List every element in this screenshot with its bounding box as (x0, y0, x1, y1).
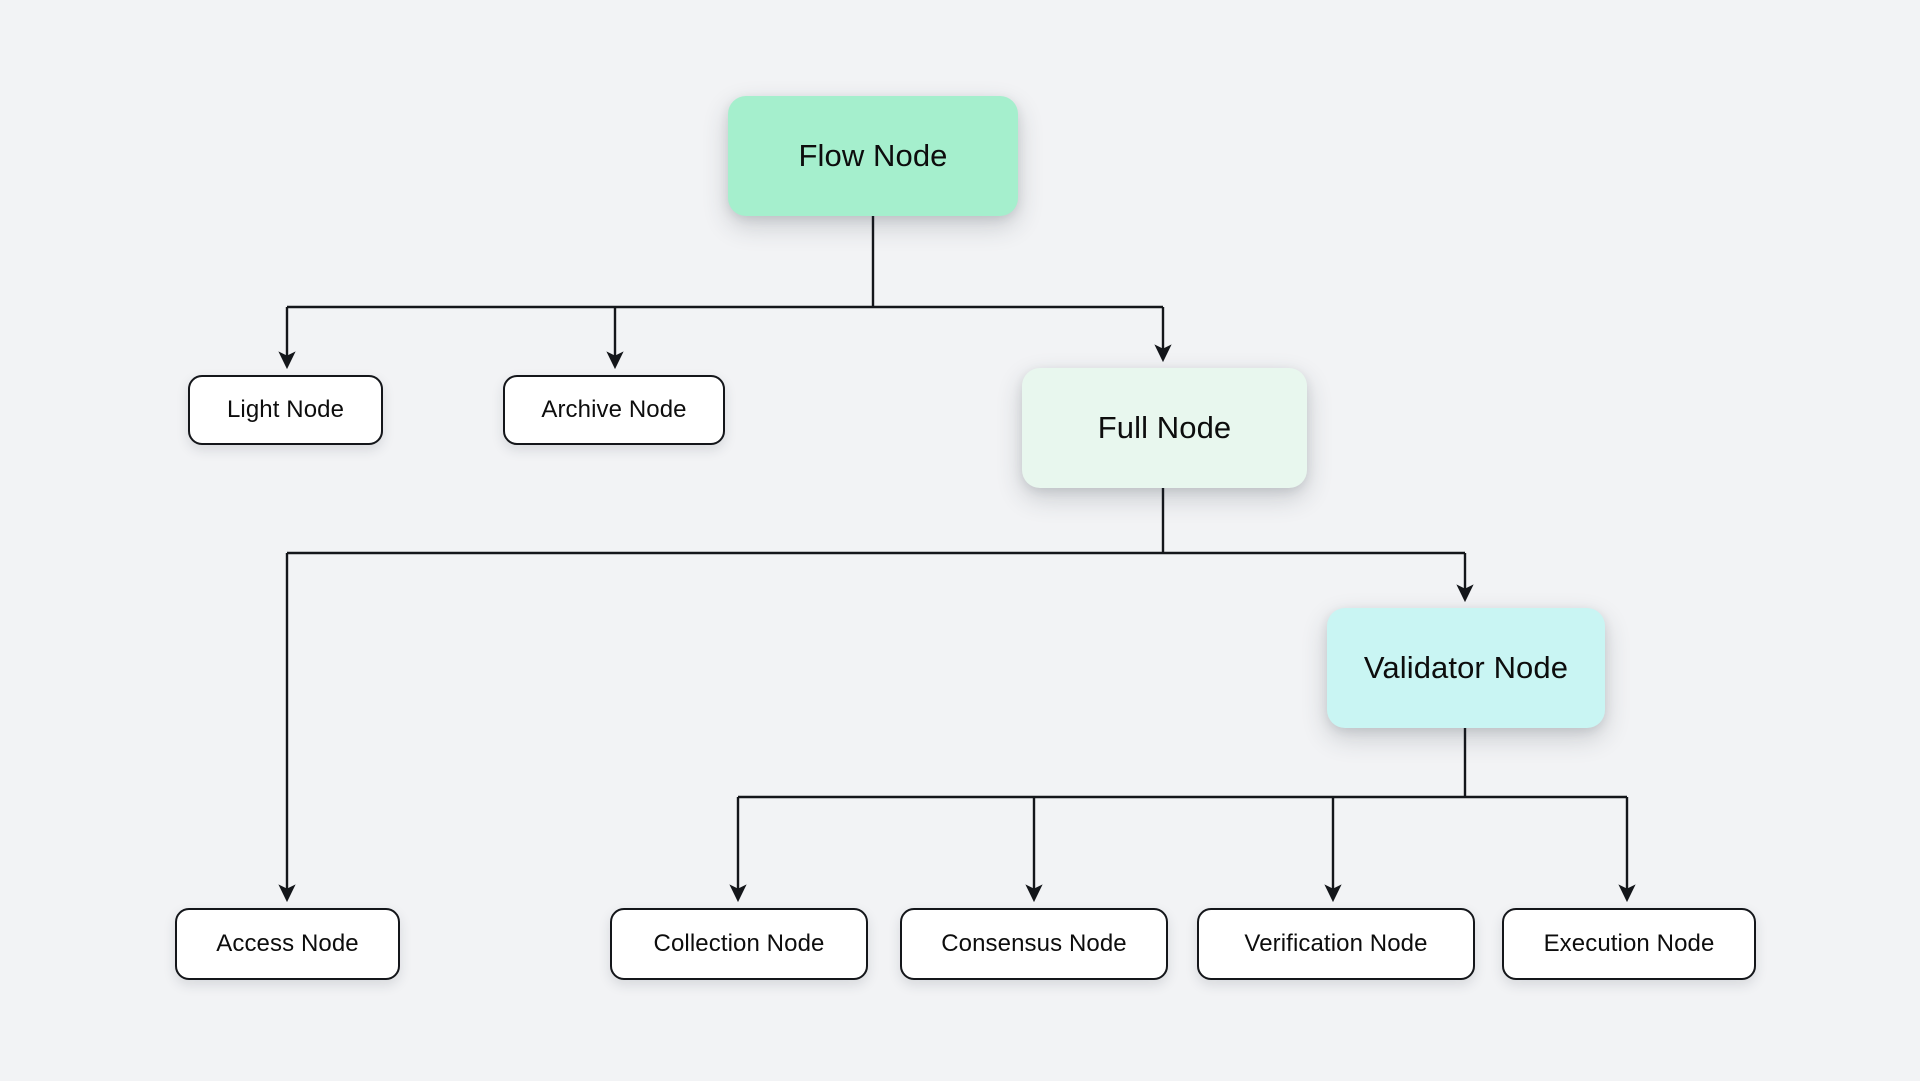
node-execution-node-label: Execution Node (1543, 930, 1715, 957)
node-consensus-node-label: Consensus Node (941, 930, 1127, 957)
node-verification-node-label: Verification Node (1244, 930, 1428, 957)
node-archive-node-label: Archive Node (541, 396, 687, 423)
node-archive-node[interactable]: Archive Node (503, 375, 725, 445)
node-collection-node[interactable]: Collection Node (610, 908, 868, 980)
node-execution-node[interactable]: Execution Node (1502, 908, 1756, 980)
node-verification-node[interactable]: Verification Node (1197, 908, 1475, 980)
node-access-node-label: Access Node (216, 930, 359, 957)
node-validator-node-label: Validator Node (1363, 650, 1569, 685)
node-full-node-label: Full Node (1097, 410, 1232, 445)
node-collection-node-label: Collection Node (653, 930, 825, 957)
node-full-node[interactable]: Full Node (1022, 368, 1307, 488)
node-light-node[interactable]: Light Node (188, 375, 383, 445)
node-light-node-label: Light Node (226, 396, 345, 423)
node-flow-node-label: Flow Node (798, 138, 948, 173)
node-validator-node[interactable]: Validator Node (1327, 608, 1605, 728)
node-consensus-node[interactable]: Consensus Node (900, 908, 1168, 980)
node-access-node[interactable]: Access Node (175, 908, 400, 980)
node-flow-node[interactable]: Flow Node (728, 96, 1018, 216)
